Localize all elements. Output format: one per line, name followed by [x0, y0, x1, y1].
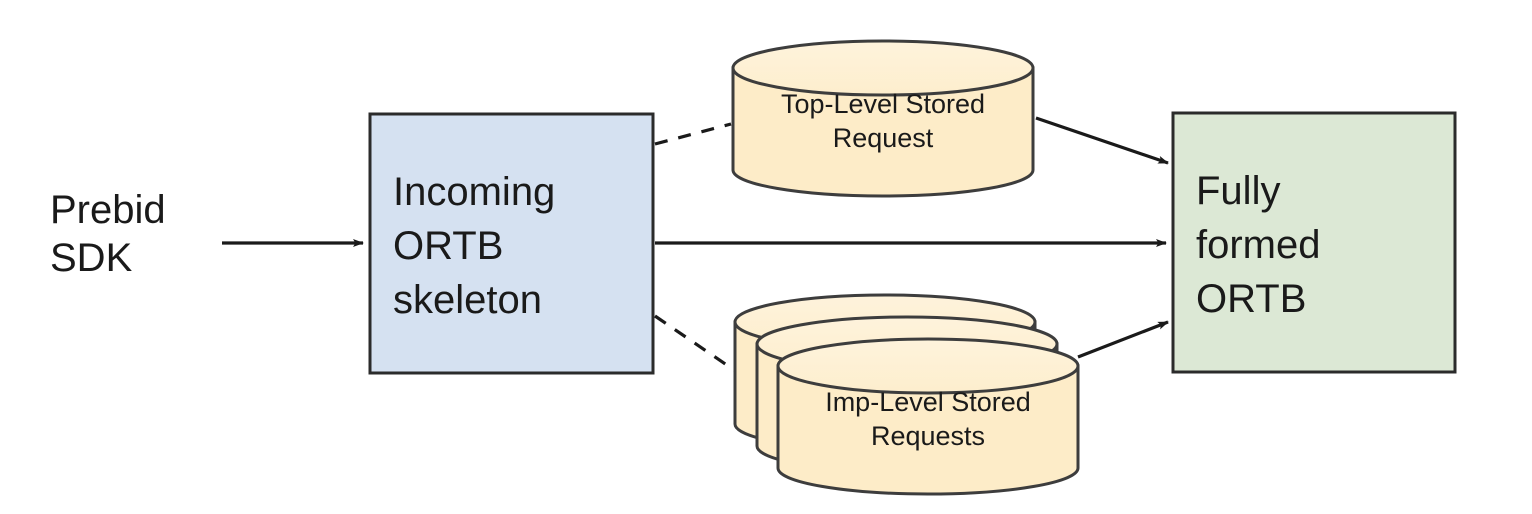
node-fully-formed-ortb[interactable]: [1171, 111, 1457, 374]
edge-imp-store-to-output: [1077, 320, 1169, 359]
node-imp-level-stored-requests[interactable]: [733, 293, 1080, 496]
edge-top-store-to-output: [1035, 116, 1169, 165]
imp-store-cylinder-front: [776, 337, 1080, 496]
node-top-level-stored-request[interactable]: [731, 39, 1035, 198]
node-incoming-ortb-skeleton[interactable]: [368, 112, 655, 375]
edge-process-to-top-store: [654, 122, 732, 146]
edge-process-to-imp-store: [654, 314, 738, 374]
